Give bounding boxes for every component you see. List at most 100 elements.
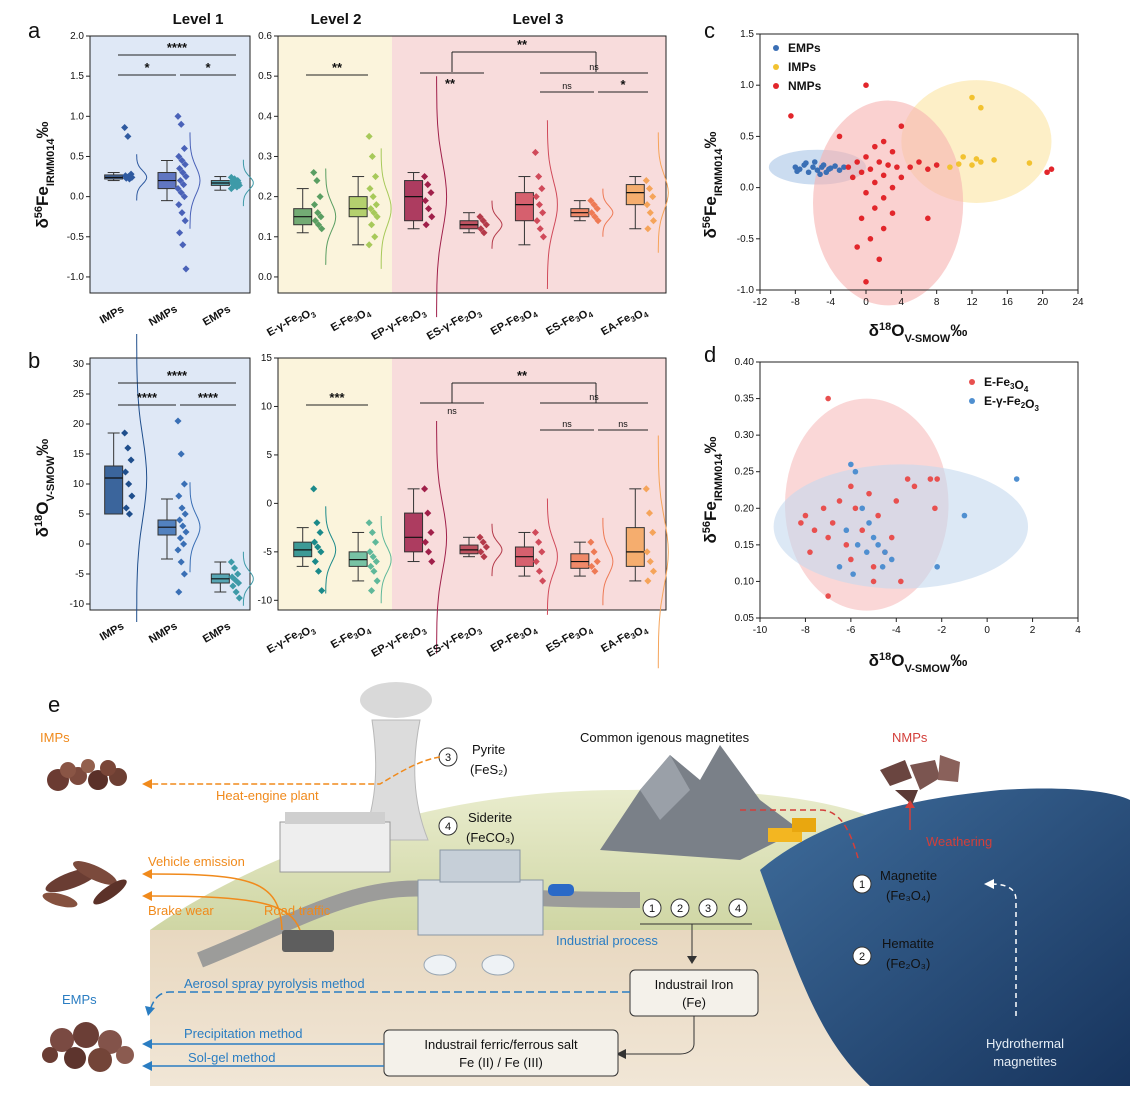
y-tick-label: 0.6 xyxy=(258,31,272,42)
scatter-point xyxy=(863,154,869,160)
scatter-point xyxy=(889,184,896,191)
box-body xyxy=(625,184,645,206)
box-point xyxy=(372,201,380,209)
box-ES-Fe3O4 xyxy=(570,517,614,606)
sig-a-e-gamma-e-fe3o4: ** xyxy=(306,60,368,76)
sig-a-nmps-emps: * xyxy=(180,60,236,76)
scatter-point xyxy=(863,549,870,555)
box-point xyxy=(642,485,650,493)
y-tick-label: 0.05 xyxy=(735,613,755,624)
siderite-label: Siderite xyxy=(468,810,512,825)
y-tick-label: 1.0 xyxy=(70,111,84,122)
y-tick-label: -0.5 xyxy=(737,234,755,245)
scatter-point xyxy=(825,395,831,402)
y-tick-label: 25 xyxy=(73,389,85,400)
y-tick-label: 10 xyxy=(73,479,85,490)
level-1-background xyxy=(90,36,250,293)
box-point xyxy=(179,168,187,177)
confidence-ellipse-NMPs xyxy=(813,100,964,306)
scatter-point xyxy=(814,167,821,173)
box-point xyxy=(317,213,325,221)
siderite-formula: (FeCO₃) xyxy=(466,830,515,845)
box-point xyxy=(179,522,187,530)
scatter-point xyxy=(934,476,940,482)
box-point xyxy=(180,144,188,152)
box-point xyxy=(317,548,325,556)
box-point xyxy=(176,177,184,185)
scatter-point xyxy=(820,162,827,168)
pyrite-formula: (FeS₂) xyxy=(470,762,508,777)
scatter-point xyxy=(879,564,886,570)
box-point xyxy=(175,492,183,500)
box-point xyxy=(128,492,136,500)
industrial-iron-fe: (Fe) xyxy=(682,995,706,1010)
box-point xyxy=(421,197,429,205)
sig-b-imps-emps: **** xyxy=(118,368,236,384)
scatter-point xyxy=(872,179,878,186)
scatter-point xyxy=(1013,476,1020,482)
sig-a-imps-nmps: * xyxy=(118,60,176,76)
box-point xyxy=(233,183,241,191)
vehicle-emission-arrow xyxy=(149,873,283,931)
sig-label: *** xyxy=(329,390,345,405)
box-point xyxy=(180,181,188,189)
box-point xyxy=(533,217,541,225)
y-tick-label: 0.1 xyxy=(258,232,272,243)
scatter-point xyxy=(841,164,847,170)
scatter-point xyxy=(859,505,866,512)
box-point xyxy=(181,510,189,518)
box-point xyxy=(366,548,374,556)
y-tick-label: -1.0 xyxy=(737,285,755,296)
box-point xyxy=(371,233,379,241)
density-curve xyxy=(325,168,337,265)
density-curve xyxy=(602,188,614,237)
box-point xyxy=(177,120,185,128)
box-NMPs xyxy=(157,417,201,596)
box-point xyxy=(425,548,433,556)
y-tick-label: -10 xyxy=(258,595,273,606)
box-EA-Fe3O4 xyxy=(625,435,669,669)
y-tick-label: 0.10 xyxy=(735,576,755,587)
y-tick-label: 0.5 xyxy=(740,131,754,142)
series-NMPs xyxy=(788,82,1055,285)
box-point xyxy=(480,229,488,237)
y-tick-label: 0.30 xyxy=(735,430,755,441)
scatter-point xyxy=(826,166,832,172)
scatter-point xyxy=(933,162,940,168)
box-point xyxy=(121,468,130,476)
car xyxy=(548,884,574,896)
box-point xyxy=(645,509,654,517)
box-point xyxy=(477,225,485,233)
scatter-point xyxy=(978,159,984,165)
sig-label: **** xyxy=(137,390,158,405)
box-point xyxy=(176,164,184,173)
sig-label: ns xyxy=(447,406,457,416)
scatter-point xyxy=(904,476,911,482)
box-point xyxy=(532,558,540,566)
magnetite-label: Magnetite xyxy=(880,868,937,883)
level-3-heading: Level 3 xyxy=(513,11,564,28)
box-NMPs xyxy=(157,112,201,273)
box-point xyxy=(179,241,187,249)
scatter-point xyxy=(880,172,887,179)
scatter-point xyxy=(836,498,843,504)
scatter-point xyxy=(854,542,861,548)
box-point xyxy=(125,480,133,488)
panel-letter-b: b xyxy=(28,348,40,373)
vehicle-particles xyxy=(42,861,127,908)
box-point xyxy=(642,177,650,185)
y-tick-label: 0.20 xyxy=(735,503,755,514)
sig-a-ep-es: ns xyxy=(540,81,594,93)
box-E-γ-Fe2O3 xyxy=(293,485,337,595)
box-point xyxy=(588,562,596,570)
y-tick-label: -0.5 xyxy=(67,232,85,243)
y-tick-label: 0 xyxy=(266,498,272,509)
scatter-point xyxy=(916,159,922,165)
scatter-point xyxy=(927,476,934,482)
scatter-point xyxy=(870,578,877,585)
box-IMPs xyxy=(104,334,148,622)
precipitation-label: Precipitation method xyxy=(184,1026,303,1041)
box-point xyxy=(365,519,373,527)
